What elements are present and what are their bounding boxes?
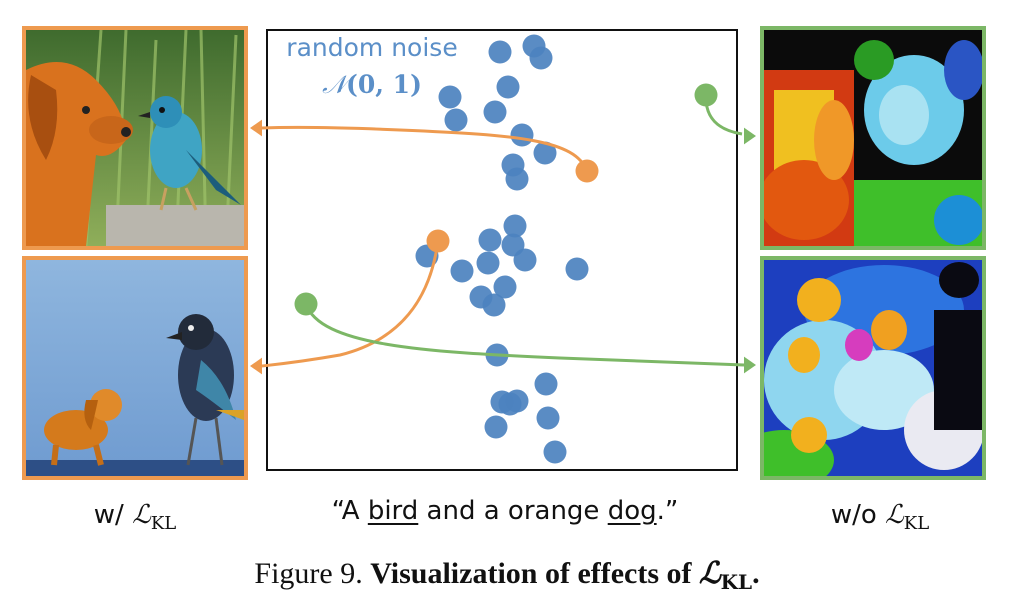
noise-dot xyxy=(533,141,557,165)
arrows xyxy=(250,83,756,375)
arrowhead-orange-bottom xyxy=(250,357,262,375)
image-without-kl-bottom xyxy=(760,256,986,480)
arrow-green-bottom xyxy=(304,303,745,367)
image-with-kl-top xyxy=(22,26,248,250)
noise-dots xyxy=(415,34,589,464)
noise-dot xyxy=(534,372,558,396)
noise-dot xyxy=(493,275,517,299)
start-dot-orange-top xyxy=(575,159,599,183)
noise-distribution: 𝒩(0, 1) xyxy=(322,70,422,99)
noise-dot xyxy=(488,40,512,64)
noise-dot xyxy=(510,123,534,147)
start-dot-green-bottom xyxy=(294,292,318,316)
noisy-blotches-icon xyxy=(764,260,982,476)
noise-dot xyxy=(529,46,553,70)
figure-caption: Figure 9. Visualization of effects of ℒK… xyxy=(254,556,760,594)
noise-dot xyxy=(444,108,468,132)
noise-dot xyxy=(483,100,507,124)
arrowhead-green-top xyxy=(744,127,756,145)
dog-bird-photo-icon xyxy=(26,30,244,246)
noise-dot xyxy=(478,228,502,252)
noisy-blotches-icon xyxy=(764,30,982,246)
noise-dot xyxy=(450,259,474,283)
noise-dot xyxy=(505,167,529,191)
start-dot-green-top xyxy=(694,83,718,107)
image-with-kl-bottom xyxy=(22,256,248,480)
noise-dot xyxy=(484,415,508,439)
noise-dot xyxy=(565,257,589,281)
noise-dot xyxy=(498,392,522,416)
image-without-kl-top xyxy=(760,26,986,250)
noise-dot xyxy=(503,214,527,238)
label-without-kl: w/o ℒKL xyxy=(830,500,930,534)
noise-dot xyxy=(536,406,560,430)
start-dot-orange-bottom xyxy=(426,229,450,253)
noise-dot xyxy=(482,293,506,317)
arrowhead-green-bottom xyxy=(744,356,756,374)
arrow-orange-top xyxy=(261,125,589,172)
arrow-orange-bottom xyxy=(261,240,440,368)
noise-dot xyxy=(438,85,462,109)
label-with-kl: w/ ℒKL xyxy=(93,500,177,534)
prompt-text: “A bird and a orange dog.” xyxy=(331,496,679,526)
arrowhead-orange-top xyxy=(250,119,262,137)
dog-bird-sky-photo-icon xyxy=(26,260,244,476)
noise-dot xyxy=(543,440,567,464)
noise-dot xyxy=(513,248,537,272)
noise-dot xyxy=(476,251,500,275)
noise-dot xyxy=(496,75,520,99)
noise-title: random noise xyxy=(286,33,458,62)
